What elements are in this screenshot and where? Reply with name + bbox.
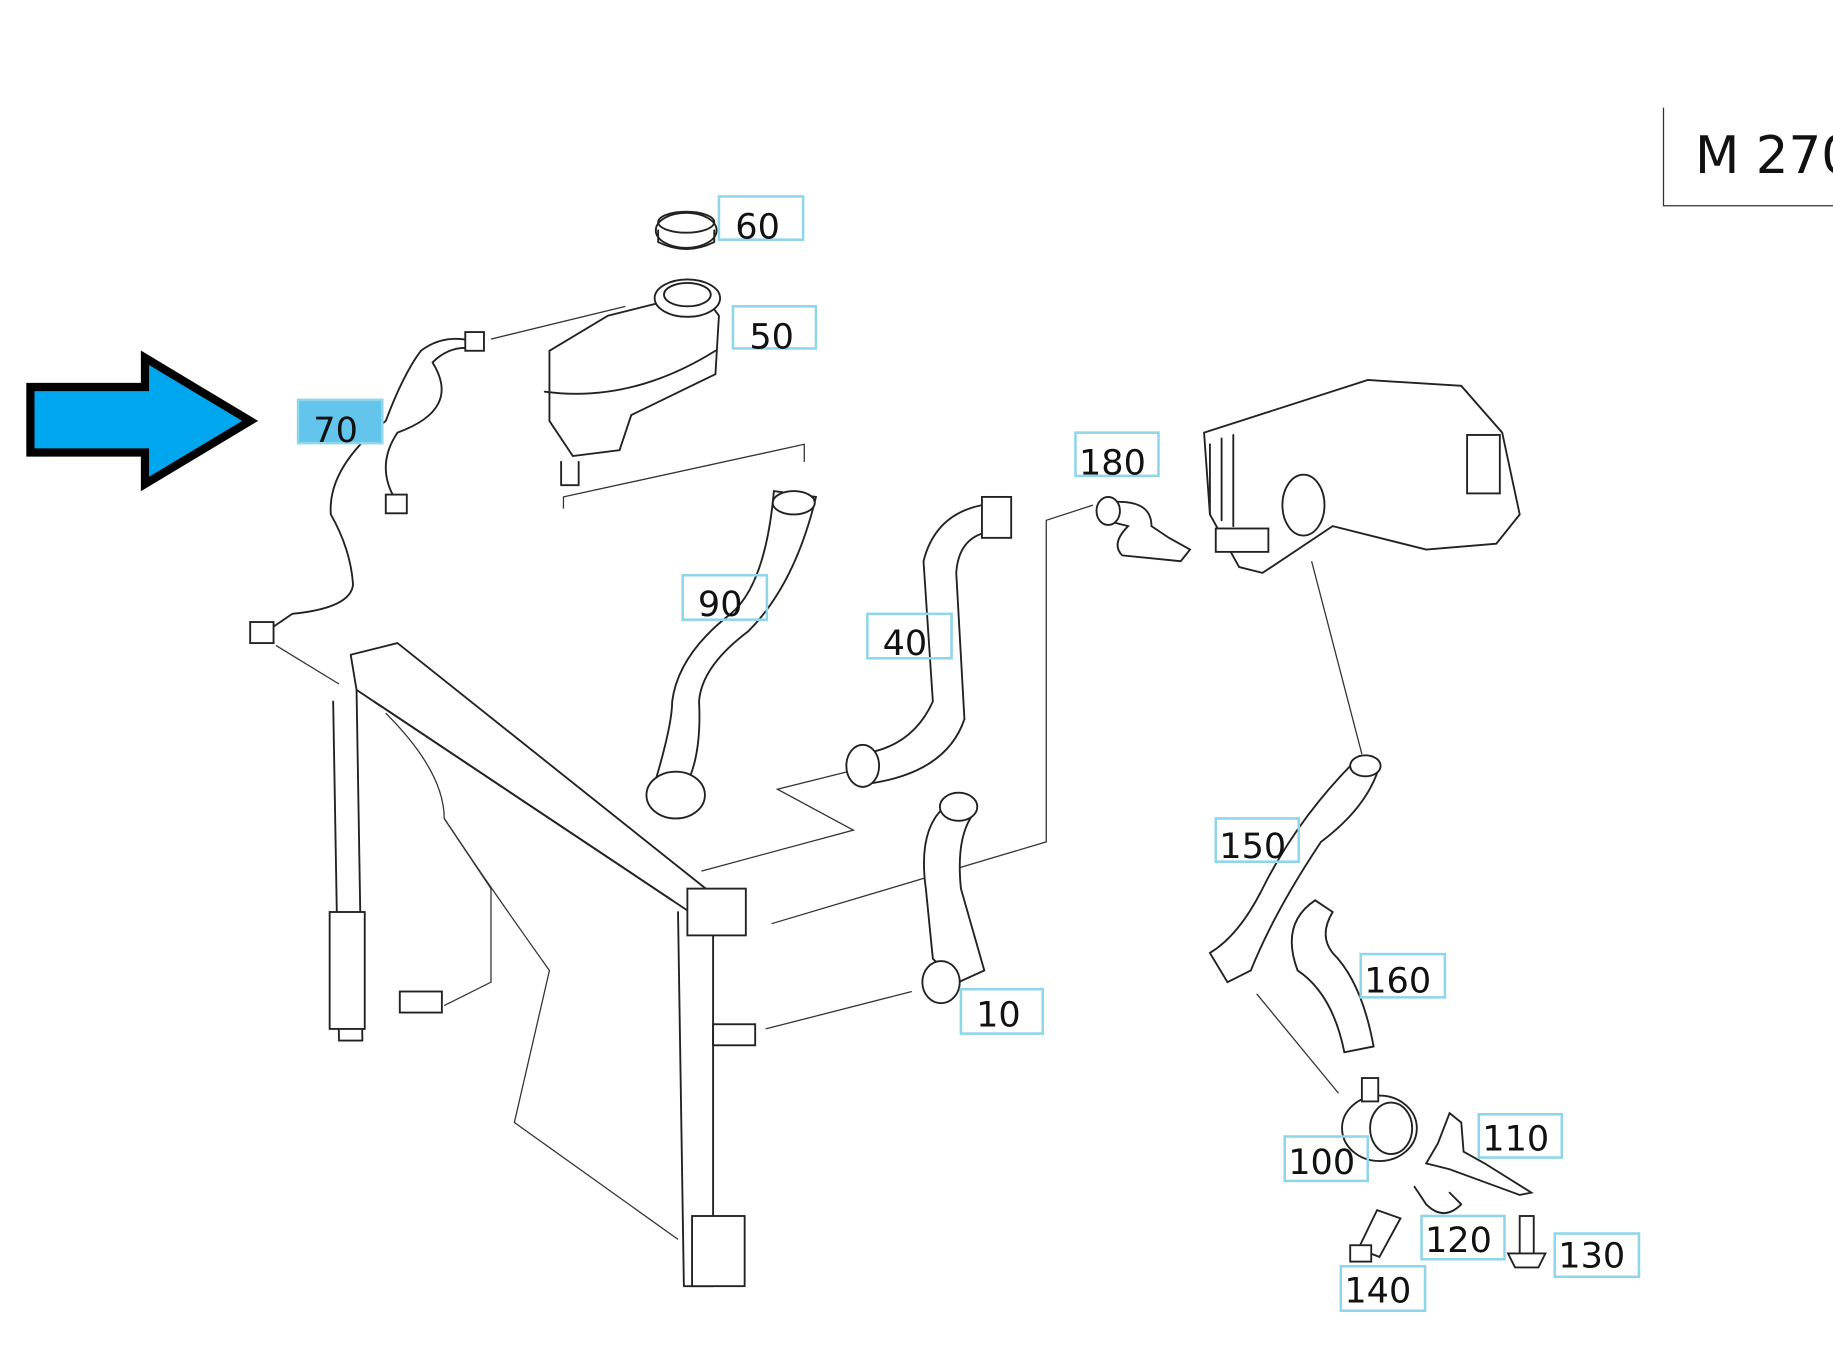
part-50-expansion-tank[interactable] [490,278,805,509]
svg-text:70: 70 [313,410,358,451]
part-100-water-pump[interactable] [1341,1077,1418,1162]
callout-150[interactable]: 150 [1214,817,1301,867]
svg-text:180: 180 [1079,443,1146,484]
svg-text:10: 10 [976,995,1021,1036]
callout-60[interactable]: 60 [717,195,805,248]
callout-50[interactable]: 50 [731,305,818,357]
callout-140[interactable]: 140 [1339,1264,1427,1312]
part-160-hose[interactable] [1290,899,1375,1054]
callout-120[interactable]: 120 [1420,1214,1506,1261]
svg-text:160: 160 [1364,961,1431,1002]
part-10-hose[interactable] [921,791,986,1005]
callout-180[interactable]: 180 [1074,431,1160,484]
part-110-bracket[interactable] [1424,1111,1534,1196]
callout-100[interactable]: 100 [1283,1135,1370,1183]
part-140-screw[interactable] [1349,1208,1402,1263]
callout-70[interactable]: 70 [296,398,384,451]
callout-90[interactable]: 90 [681,573,769,625]
part-70-vent-hose[interactable] [249,331,485,685]
pointer-arrow-icon [26,350,259,492]
part-130-bolt[interactable] [1506,1215,1547,1269]
engine-code: M 270 [1695,126,1833,186]
part-60-cap[interactable] [654,210,718,250]
svg-text:40: 40 [883,623,928,664]
svg-text:130: 130 [1558,1235,1625,1276]
callout-10[interactable]: 10 [959,987,1045,1036]
svg-text:120: 120 [1425,1220,1492,1261]
svg-text:60: 60 [735,207,780,248]
part-90-hose[interactable] [645,490,818,820]
svg-text:110: 110 [1482,1119,1549,1160]
svg-text:150: 150 [1219,826,1286,867]
radiator[interactable] [328,504,1094,1288]
part-heat-exchanger-module[interactable] [1203,379,1521,755]
svg-text:140: 140 [1344,1271,1411,1312]
part-120-clip[interactable] [1413,1185,1463,1215]
svg-text:100: 100 [1288,1142,1355,1183]
callout-40[interactable]: 40 [866,612,953,664]
engine-code-box: M 270 [1662,107,1833,207]
part-40-hose[interactable] [845,495,1013,788]
callout-110[interactable]: 110 [1477,1112,1564,1160]
svg-text:50: 50 [749,316,794,357]
callout-130[interactable]: 130 [1553,1232,1641,1279]
svg-text:90: 90 [698,584,743,625]
callout-160[interactable]: 160 [1359,952,1447,1002]
part-180-hose[interactable] [1095,495,1192,563]
part-150-hose[interactable] [1208,754,1382,1094]
